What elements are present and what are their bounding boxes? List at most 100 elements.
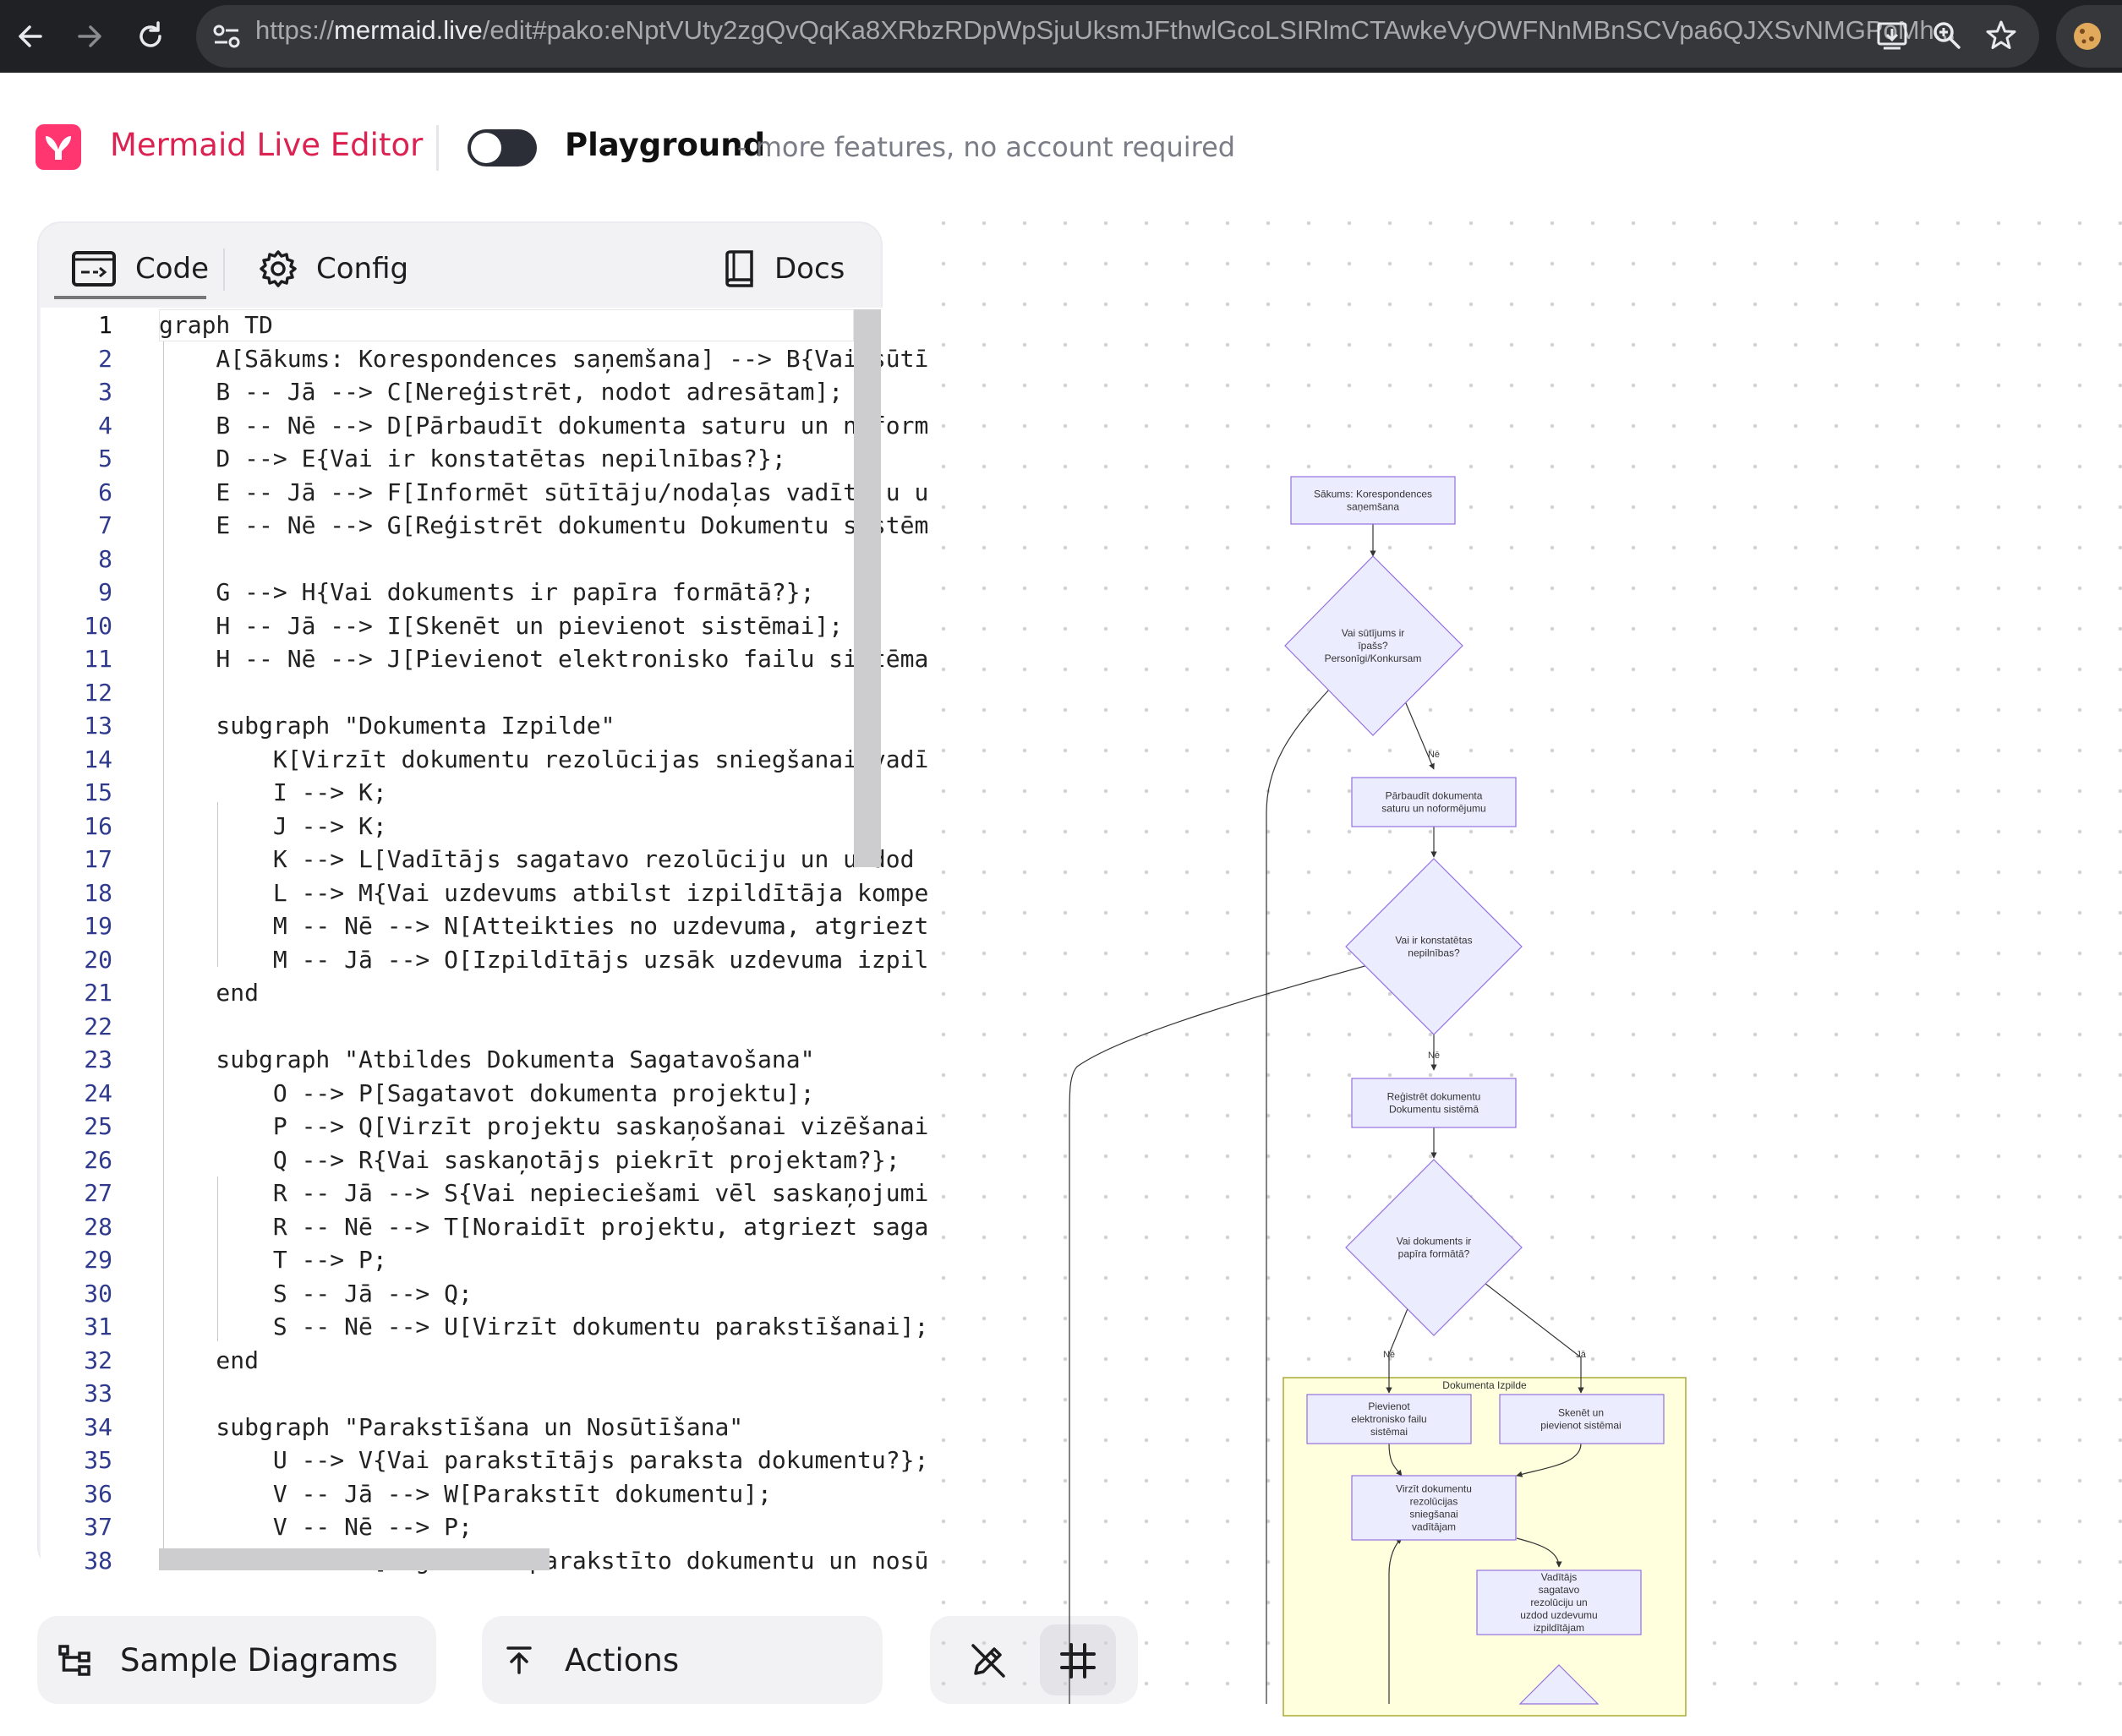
zoom-icon[interactable]: [1930, 19, 1964, 52]
line-number: 34: [84, 1412, 112, 1441]
code-line: E -- Nē --> G[Reģistrēt dokumentu Dokume…: [159, 511, 929, 539]
edge-label-no: Nē: [1428, 1051, 1440, 1061]
gear-icon: [260, 250, 297, 287]
code-line: S -- Nē --> U[Virzīt dokumentu parakstīš…: [159, 1313, 929, 1340]
code-line: L --> M{Vai uzdevums atbilst izpildītāja…: [159, 878, 929, 907]
line-number: 8: [98, 544, 112, 573]
edge-k-l: [1516, 1537, 1562, 1568]
node-h[interactable]: [1345, 1159, 1523, 1336]
node-b[interactable]: [1284, 555, 1463, 736]
code-line: A[Sākums: Korespondences saņemšana] --> …: [159, 344, 929, 373]
edge-b-c: [1266, 689, 1330, 1704]
active-line-highlight: [159, 309, 854, 341]
edge-e-f: [1069, 964, 1369, 1704]
line-number: 9: [98, 578, 112, 606]
line-number: 35: [84, 1446, 112, 1474]
line-number: 2: [98, 344, 112, 373]
code-line: J --> K;: [159, 811, 387, 840]
line-number: 6: [98, 478, 112, 506]
site-settings-icon[interactable]: [210, 19, 243, 53]
line-number: 14: [84, 745, 112, 773]
line-number: 31: [84, 1313, 112, 1340]
playground-label: Playground: [565, 127, 766, 163]
forward-button[interactable]: [64, 11, 115, 62]
nodes: [1284, 476, 1665, 1705]
horizontal-scrollbar[interactable]: [159, 1548, 550, 1570]
tab-divider: [223, 248, 225, 291]
mermaid-logo[interactable]: [36, 124, 81, 170]
tab-code-label: Code: [135, 252, 210, 286]
line-number: 7: [98, 511, 112, 539]
back-button[interactable]: [5, 11, 56, 62]
node-g[interactable]: [1351, 1078, 1517, 1128]
tab-config[interactable]: Config: [259, 243, 408, 294]
line-number: 26: [84, 1145, 112, 1174]
actions-button[interactable]: Actions: [482, 1616, 883, 1704]
code-line: graph TD: [159, 311, 273, 339]
flowchart-diagram: Dokumenta Izpilde Nē Nē Nē Jā: [1069, 476, 1687, 1717]
node-a[interactable]: [1290, 476, 1456, 525]
code-line: D --> E{Vai ir konstatētas nepilnības?};: [159, 445, 786, 472]
browser-toolbar: https://mermaid.live/edit#pako:eNptVUty2…: [0, 0, 2122, 73]
toggle-knob: [471, 133, 501, 163]
vertical-scrollbar[interactable]: [854, 309, 881, 867]
actions-label: Actions: [565, 1641, 680, 1679]
bookmark-star-icon[interactable]: [1983, 18, 2019, 53]
code-line: subgraph "Parakstīšana un Nosūtīšana": [159, 1412, 744, 1441]
reload-button[interactable]: [125, 11, 176, 62]
upload-icon: [506, 1646, 532, 1674]
edge-h-i: [1484, 1282, 1584, 1394]
node-k[interactable]: [1351, 1475, 1517, 1541]
code-line: B -- Nē --> D[Pārbaudīt dokumenta saturu…: [159, 411, 929, 439]
line-number: 11: [84, 645, 112, 673]
docs-link[interactable]: Docs: [722, 243, 845, 294]
reload-icon: [139, 21, 161, 47]
indent-guide: [163, 341, 164, 1570]
node-i[interactable]: [1499, 1394, 1665, 1444]
playground-subtitle: - more features, no account required: [737, 131, 1236, 163]
code-line: V -- Nē --> P;: [159, 1513, 473, 1541]
code-line: K --> L[Vadītājs sagatavo rezolūciju un …: [159, 845, 929, 873]
node-e[interactable]: [1345, 858, 1523, 1035]
node-d[interactable]: [1351, 777, 1517, 827]
line-number: 4: [98, 411, 112, 439]
line-number: 25: [84, 1112, 112, 1140]
edge-i-k: [1516, 1443, 1582, 1477]
url-text[interactable]: https://mermaid.live/edit#pako:eNptVUty2…: [255, 15, 1956, 46]
playground-toggle[interactable]: [468, 129, 537, 167]
install-app-icon[interactable]: [1875, 19, 1909, 52]
node-l[interactable]: [1476, 1569, 1642, 1635]
code-line: H -- Nē --> J[Pievienot elektronisko fai…: [159, 645, 929, 673]
line-number: 1: [98, 311, 112, 339]
editor-tabs: Code Config Docs: [39, 223, 884, 308]
app-title[interactable]: Mermaid Live Editor: [110, 127, 424, 163]
code-line: K[Virzīt dokumentu rezolūcijas sniegšana…: [159, 745, 929, 773]
address-bar[interactable]: [196, 5, 2039, 68]
code-line: H -- Jā --> I[Skenēt un pievienot sistēm…: [159, 611, 844, 640]
node-m[interactable]: [1518, 1664, 1600, 1705]
sample-diagrams-button[interactable]: Sample Diagrams: [37, 1616, 436, 1704]
diagram-canvas[interactable]: Dokumenta Izpilde Nē Nē Nē Jā: [905, 221, 2122, 1717]
arrow-right-icon: [78, 25, 101, 47]
url-prefix: https://: [255, 15, 335, 45]
sample-diagrams-label: Sample Diagrams: [120, 1641, 398, 1679]
code-line: R -- Jā --> S{Vai nepieciešami vēl saska…: [159, 1179, 929, 1207]
code-line: T --> P;: [159, 1246, 387, 1274]
line-number: 5: [98, 445, 112, 472]
edge-b-d: [1403, 696, 1435, 770]
tab-code[interactable]: Code: [71, 243, 209, 294]
url-path: /edit#pako:eNptVUty2zgQvQqKa8XRbzRDpWpSj…: [482, 15, 1956, 45]
subgraph-title: Dokumenta Izpilde: [1442, 1379, 1527, 1391]
node-j[interactable]: [1306, 1394, 1472, 1444]
cookie-extension-icon[interactable]: [2070, 19, 2105, 54]
